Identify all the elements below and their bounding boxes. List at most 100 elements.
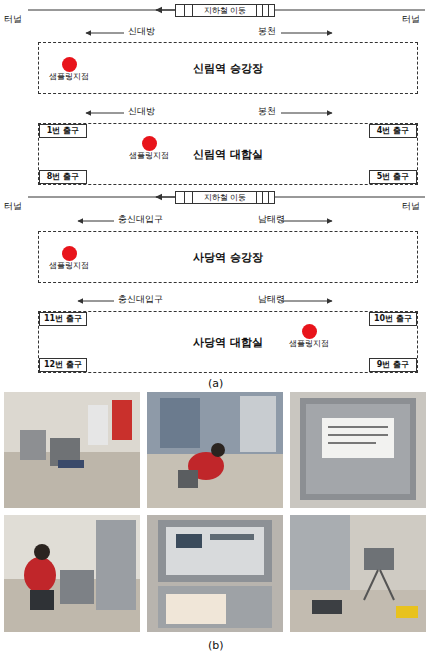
exit-box: 5번 출구 bbox=[369, 170, 417, 184]
photo bbox=[147, 515, 283, 632]
direction-label: 남태령 bbox=[258, 295, 285, 305]
art-part bbox=[20, 430, 46, 460]
direction-arrow bbox=[78, 301, 114, 302]
direction-arrow bbox=[281, 33, 332, 34]
art-part bbox=[88, 405, 108, 445]
exit-box: 12번 출구 bbox=[39, 358, 87, 372]
direction-label: 신대방 bbox=[128, 107, 155, 117]
node-text: 샘플링지점 bbox=[49, 262, 89, 270]
node-text: 샘플링지점 bbox=[289, 340, 329, 348]
node-text: 사당역 승강장 bbox=[193, 250, 263, 265]
exit-box: 1번 출구 bbox=[39, 124, 87, 138]
art-part bbox=[290, 590, 426, 632]
red-dot bbox=[142, 136, 157, 151]
direction-arrow bbox=[86, 33, 124, 34]
node-text: 1번 출구 bbox=[47, 127, 79, 136]
art-part bbox=[30, 590, 54, 610]
train-arrow bbox=[156, 196, 175, 197]
train-window bbox=[184, 5, 185, 16]
train-window bbox=[268, 5, 269, 16]
art-part bbox=[364, 570, 378, 600]
art-part bbox=[328, 426, 388, 428]
train-window bbox=[184, 192, 185, 203]
sampling-point: 샘플링지점 bbox=[49, 57, 89, 81]
art-part bbox=[96, 520, 136, 610]
art-part bbox=[166, 527, 264, 575]
art-part bbox=[380, 570, 394, 600]
art-part bbox=[60, 570, 94, 604]
red-dot bbox=[302, 324, 317, 339]
art-part bbox=[396, 606, 418, 618]
art-part bbox=[112, 400, 132, 440]
node-text: 샘플링지점 bbox=[129, 152, 169, 160]
panel-caption: (b) bbox=[208, 640, 224, 652]
direction-label: 터널 bbox=[4, 15, 22, 25]
art-part bbox=[147, 515, 283, 632]
exit-box: 9번 출구 bbox=[369, 358, 417, 372]
direction-label: 터널 bbox=[4, 202, 22, 212]
node-text: 지하철 이동 bbox=[204, 7, 247, 15]
art-part bbox=[364, 548, 394, 570]
node-text: 신림역 대합실 bbox=[193, 147, 263, 162]
node-text: 9번 출구 bbox=[377, 361, 409, 370]
red-dot bbox=[62, 246, 77, 261]
photo bbox=[4, 515, 140, 632]
station-area: 신림역 대합실 1번 출구 4번 출구 8번 출구 5번 출구 샘플링지점 bbox=[38, 123, 418, 185]
photo bbox=[290, 392, 426, 508]
train-window bbox=[192, 5, 193, 16]
art-part bbox=[166, 594, 226, 624]
sampling-point: 샘플링지점 bbox=[129, 136, 169, 160]
train-window bbox=[262, 192, 263, 203]
art-part bbox=[147, 392, 283, 508]
sampling-point: 샘플링지점 bbox=[289, 324, 329, 348]
art-part bbox=[290, 392, 426, 508]
train-box: 지하철 이동 bbox=[175, 4, 275, 17]
train-window bbox=[268, 192, 269, 203]
direction-arrow bbox=[281, 113, 332, 114]
exit-box: 8번 출구 bbox=[39, 170, 87, 184]
photo bbox=[290, 515, 426, 632]
node-text: 12번 출구 bbox=[44, 361, 82, 370]
art-part bbox=[4, 392, 140, 508]
train-window bbox=[256, 192, 257, 203]
art-part bbox=[58, 460, 84, 468]
train-box: 지하철 이동 bbox=[175, 191, 275, 204]
direction-label: 충신대입구 bbox=[118, 295, 163, 305]
train-window bbox=[262, 5, 263, 16]
photo bbox=[4, 392, 140, 508]
node-text: 4번 출구 bbox=[377, 127, 409, 136]
train-window bbox=[192, 192, 193, 203]
art-part bbox=[24, 557, 56, 593]
direction-arrow bbox=[281, 221, 332, 222]
direction-label: 신대방 bbox=[128, 27, 155, 37]
direction-label: 봉천 bbox=[258, 27, 276, 37]
node-text: 지하철 이동 bbox=[204, 194, 247, 202]
direction-label: 충신대입구 bbox=[118, 215, 163, 225]
art-part bbox=[328, 442, 376, 444]
node-text: 신림역 승강장 bbox=[193, 61, 263, 76]
art-part bbox=[290, 515, 426, 632]
node-text: 5번 출구 bbox=[377, 173, 409, 182]
node-text: 샘플링지점 bbox=[49, 73, 89, 81]
exit-box: 10번 출구 bbox=[369, 312, 417, 326]
direction-label: 남태령 bbox=[258, 215, 285, 225]
node-text: 사당역 대합실 bbox=[193, 335, 263, 350]
art-part bbox=[4, 452, 140, 508]
art-part bbox=[240, 396, 276, 452]
art-part bbox=[176, 534, 202, 548]
art-part bbox=[328, 434, 388, 436]
art-part bbox=[34, 544, 50, 560]
red-dot bbox=[62, 57, 77, 72]
train-window bbox=[256, 5, 257, 16]
photo bbox=[147, 392, 283, 508]
panel-caption: (a) bbox=[208, 378, 223, 390]
station-area: 신림역 승강장샘플링지점 bbox=[38, 42, 418, 94]
node-text: 10번 출구 bbox=[374, 315, 412, 324]
direction-arrow bbox=[78, 221, 114, 222]
station-area: 사당역 대합실11번 출구10번 출구12번 출구9번 출구샘플링지점 bbox=[38, 311, 418, 373]
direction-label: 터널 bbox=[402, 15, 420, 25]
direction-label: 봉천 bbox=[258, 107, 276, 117]
direction-arrow bbox=[281, 301, 332, 302]
